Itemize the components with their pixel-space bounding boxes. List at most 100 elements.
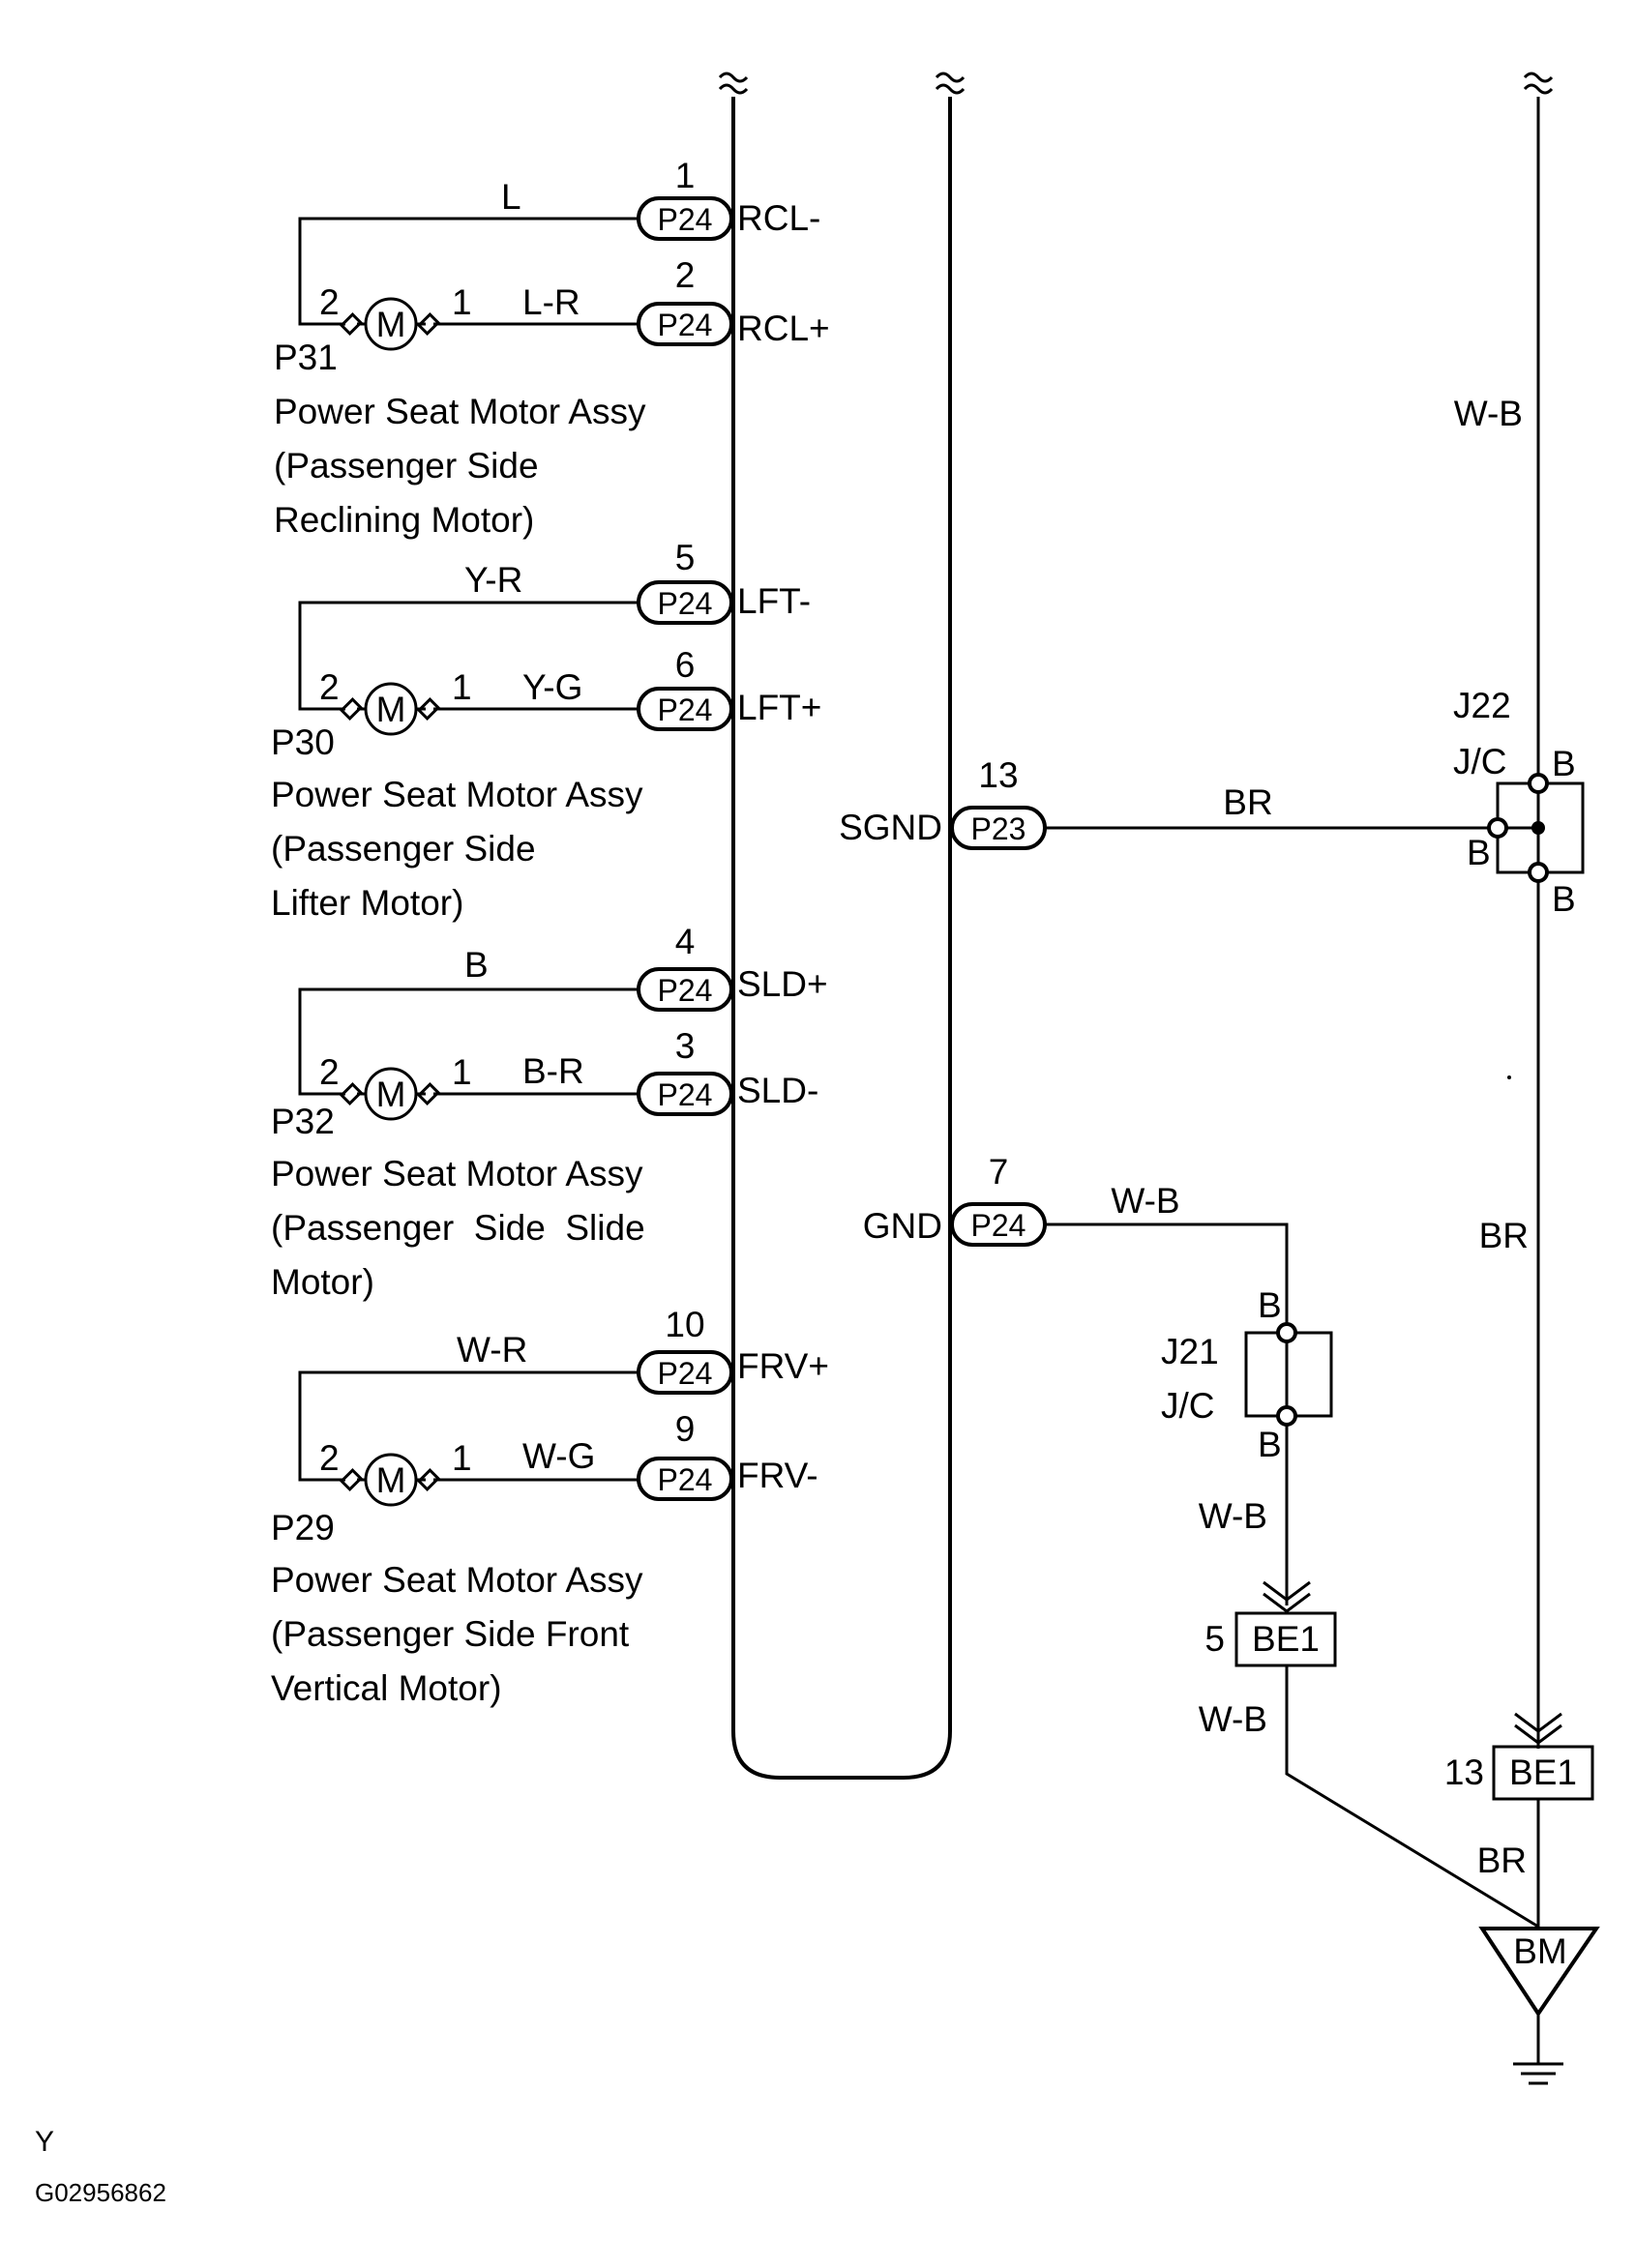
signal-name: RCL- [737,198,820,238]
ecu-connector [637,302,733,346]
motor-symbol: M [339,682,441,736]
connector-pin: 7 [989,1152,1009,1192]
signal-name: RCL+ [737,309,830,348]
break-mark-middle [935,72,966,95]
ecu-connector [637,1350,733,1395]
ecu-connector [637,1072,733,1116]
break-mark-right [1523,72,1554,95]
motor-id: P31 [274,338,338,377]
connector-be1-left: BE1 5 W-B [1199,1611,1337,1739]
wire-color: W-B [1454,394,1523,433]
motor-pin-right: 1 [452,1438,472,1478]
motor-label: M [376,305,406,344]
wire-color: W-B [1111,1181,1179,1221]
motor-symbol: M [339,1453,441,1507]
motor-name-line-2: (Passenger Side Slide [271,1208,645,1248]
connector-name: P23 [971,811,1026,846]
wire-color: BR [1477,1841,1527,1880]
ecu-connector [637,196,733,241]
ecu-connector [637,580,733,625]
connector-name: P24 [658,308,713,342]
wire-color-top: W-R [457,1330,527,1370]
motor-name-line-3: Lifter Motor) [271,883,463,923]
junction-pin-left: B [1467,833,1491,872]
motor-symbol: M [339,1067,441,1121]
ground-icon [1513,2062,1563,2085]
motor-name-line-3: Reclining Motor) [274,500,534,540]
connector-pin: 13 [1444,1753,1484,1792]
motor-pin-right: 1 [452,1052,472,1092]
wire-color-top: B [464,945,489,985]
ground-point-label: BM [1513,1931,1567,1971]
motor-name-line-2: (Passenger Side Front [271,1614,630,1654]
motor-id: P30 [271,722,335,762]
wire-color-top: L [501,177,521,217]
motor-symbol: M [339,297,441,351]
junction-id: J22 [1453,686,1511,725]
connector-pin: 1 [675,156,696,195]
junction-pin-top: B [1258,1285,1282,1325]
junction-pin-top: B [1552,744,1576,783]
connector-name: P24 [658,1356,713,1391]
motor-pin-right: 1 [452,667,472,707]
connector-name: P24 [658,1077,713,1112]
signal-name: SLD- [737,1071,818,1110]
motor-label: M [376,1460,406,1500]
connector-name: P24 [658,202,713,237]
connector-pin: 5 [675,538,696,577]
connector-name: P24 [971,1208,1026,1243]
junction-pin-bottom: B [1552,879,1576,919]
connector-pin: 5 [1204,1619,1225,1659]
signal-name: FRV+ [737,1346,829,1386]
connector-name: P24 [658,973,713,1008]
connector-name: P24 [658,1462,713,1497]
ecu-body [731,97,952,1780]
ground-wires [1285,1665,1540,1929]
ecu-connector [637,687,733,731]
connector-name: P24 [658,586,713,621]
junction-type: J/C [1453,742,1507,781]
motor-pin-left: 2 [319,667,340,707]
wire-color: BR [1223,782,1272,822]
ecu-connector [637,967,733,1012]
motor-name-line-3: Motor) [271,1262,374,1302]
motor-circuit-p30: M 2 1 Y-R Y-G P30 Power Seat Motor Assy … [271,538,821,923]
gnd-circuit: P24 7 GND W-B [863,1152,1289,1325]
connector-pin: 3 [675,1026,696,1066]
ecu-connector [950,1202,1047,1247]
motor-name-line-3: Vertical Motor) [271,1668,502,1708]
signal-name: SLD+ [737,964,828,1004]
connector-pin: 2 [675,255,696,295]
motor-pin-right: 1 [452,282,472,322]
wire-color-bottom: Y-G [522,667,582,707]
right-ground-wire: W-B BR [1454,97,1540,1749]
motor-name-line-1: Power Seat Motor Assy [271,775,643,814]
motor-label: M [376,690,406,729]
wire-color-bottom: L-R [522,282,580,322]
stray-dot [1507,1075,1511,1079]
break-mark-left [718,72,749,95]
connector-name: P24 [658,692,713,727]
wire-color-bottom: B-R [522,1051,584,1091]
motor-name-line-1: Power Seat Motor Assy [271,1560,643,1600]
wire-color: BR [1479,1216,1529,1255]
connector-name: BE1 [1252,1619,1320,1659]
signal-name: SGND [839,808,942,847]
connector-be1-right: BE1 13 BR [1444,1712,1594,1880]
motor-name-line-1: Power Seat Motor Assy [274,392,646,431]
ecu-connector [950,806,1047,850]
connector-pin: 10 [665,1305,704,1344]
signal-name: FRV- [737,1456,818,1495]
motor-circuit-p32: M 2 1 B B-R P32 Power Seat Motor Assy (P… [271,922,828,1302]
motor-circuit-p31: M 2 1 L L-R P31 Power Seat Motor Assy (P… [274,156,830,540]
wire-color: W-B [1199,1699,1267,1739]
motor-circuit-p29: M 2 1 W-R W-G P29 Power Seat Motor Assy … [271,1305,829,1708]
junction-connector-j21: B J21 J/C B [1161,1285,1333,1464]
figure-id: G02956862 [35,2178,166,2207]
signal-name: GND [863,1206,942,1246]
motor-pin-left: 2 [319,1438,340,1478]
motor-id: P32 [271,1102,335,1141]
connector-pin: 13 [978,755,1018,795]
ground-point-bm: BM [1478,1927,1600,2085]
